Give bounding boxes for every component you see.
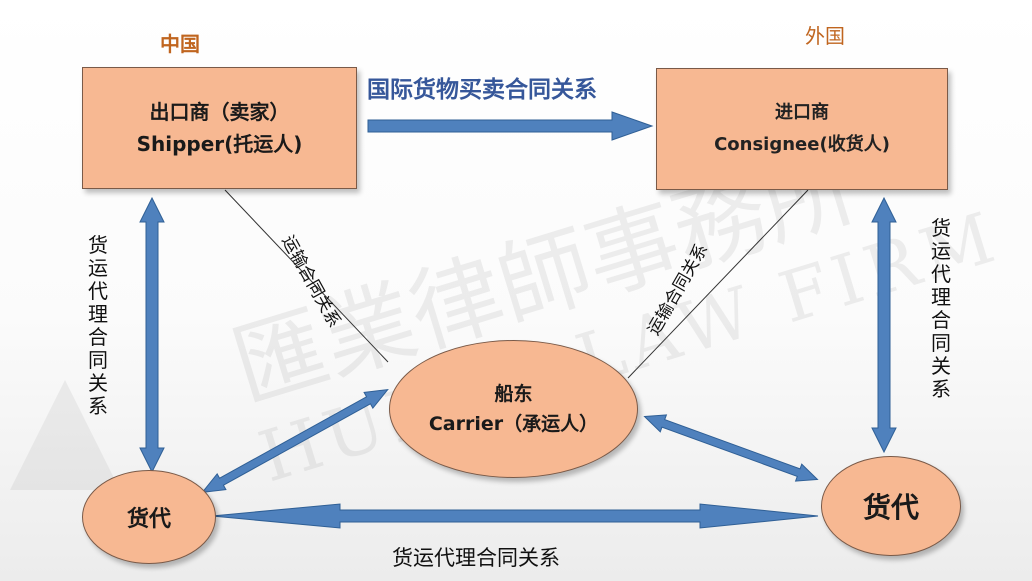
watermark-logo <box>10 380 120 490</box>
shipper-box: 出口商（卖家） Shipper(托运人) <box>82 67 357 189</box>
carrier-subtitle: Carrier（承运人） <box>428 413 599 435</box>
carrier-node: 船东 Carrier（承运人） <box>389 340 638 478</box>
right-vertical-arrow <box>871 196 897 454</box>
consignee-subtitle: Consignee(收货人) <box>714 134 890 155</box>
consignee-box: 进口商 Consignee(收货人) <box>656 68 948 190</box>
consignee-carrier-line <box>627 189 809 379</box>
country-china-label: 中国 <box>160 32 200 56</box>
left-forwarding-contract-label: 货运代理合同关系 <box>88 233 108 418</box>
forwarder-left-label: 货代 <box>126 507 171 532</box>
bottom-forwarding-contract-label: 货运代理合同关系 <box>392 546 560 570</box>
left-diagonal-arrow <box>201 388 389 494</box>
bottom-horizontal-arrow <box>211 503 819 529</box>
forwarder-left-node: 货代 <box>82 470 216 564</box>
forwarder-right-node: 货代 <box>821 456 961 556</box>
shipper-title: 出口商（卖家） <box>149 100 290 124</box>
right-forwarding-contract-label: 货运代理合同关系 <box>931 216 951 401</box>
shipper-subtitle: Shipper(托运人) <box>136 132 303 156</box>
sales-contract-label: 国际货物买卖合同关系 <box>367 77 597 103</box>
country-foreign-label: 外国 <box>805 24 845 48</box>
consignee-title: 进口商 <box>775 102 829 123</box>
right-diagonal-arrow <box>643 414 819 482</box>
shipper-carrier-line <box>224 189 389 363</box>
carrier-title: 船东 <box>494 383 533 405</box>
top-right-arrow <box>367 111 654 141</box>
left-vertical-arrow <box>139 196 165 474</box>
forwarder-right-label: 货代 <box>862 491 919 524</box>
